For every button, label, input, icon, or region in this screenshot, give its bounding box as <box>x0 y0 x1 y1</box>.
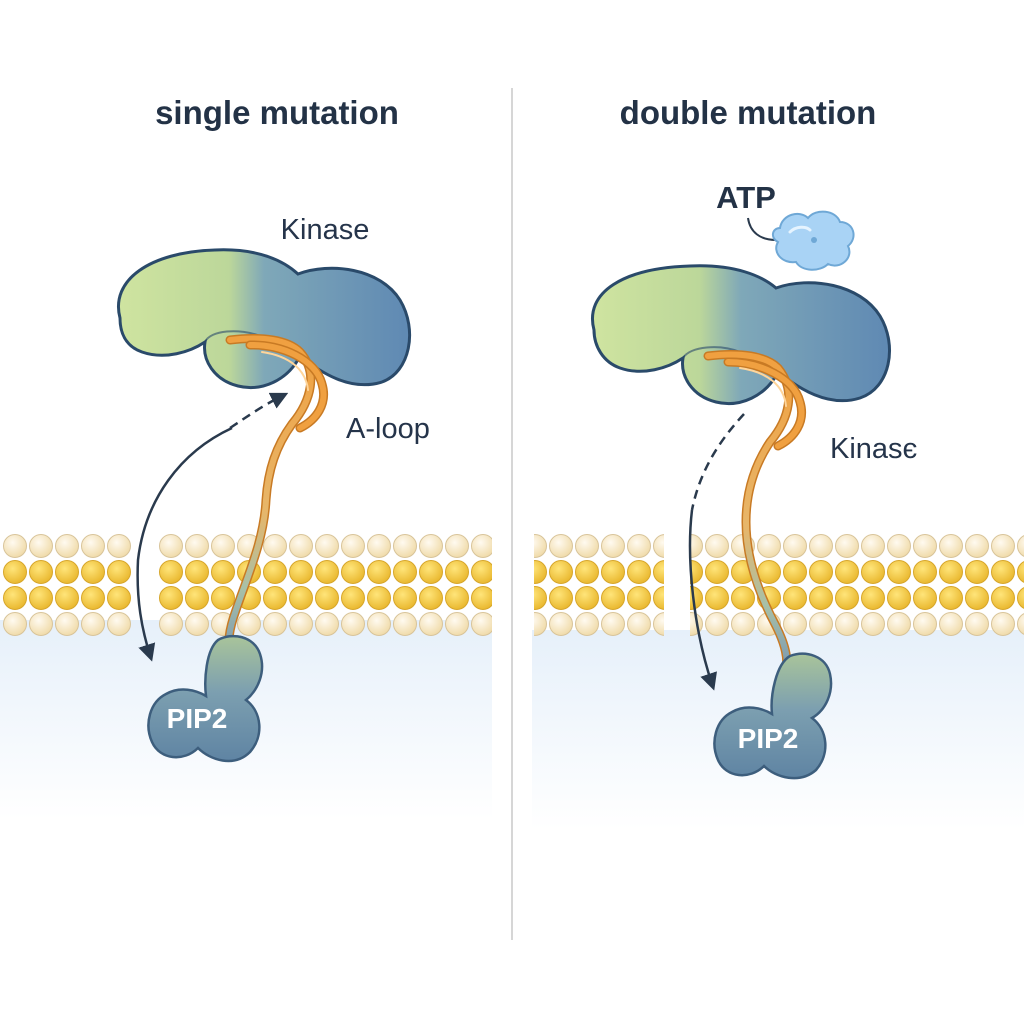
pip2-molecule-left: PIP2 <box>147 634 264 763</box>
atp-molecule-icon <box>772 210 855 271</box>
pip2-label-left: PIP2 <box>167 703 228 734</box>
kinase-label-right: Kinasє <box>830 433 918 465</box>
atp-connector <box>747 217 777 241</box>
kinase-label-left: Kinase <box>281 214 370 246</box>
arrow-dashed-right <box>690 413 745 511</box>
pip2-molecule-right: PIP2 <box>713 652 833 780</box>
a-loop-right <box>703 350 806 673</box>
lipid-membrane-right <box>534 533 1024 637</box>
panel-title-single: single mutation <box>155 94 399 131</box>
arrow-to-kinase-left <box>229 392 289 430</box>
a-loop-left <box>224 334 328 657</box>
arrow-to-pip2-right <box>688 509 717 691</box>
a-loop-label: A-loop <box>346 413 430 445</box>
pip2-label-right: PIP2 <box>738 723 799 754</box>
panel-single-mutation: single mutation Kinase A-loop PIP2 <box>0 94 492 820</box>
kinase-domain-left <box>117 248 412 389</box>
lipid-membrane-left <box>2 533 492 637</box>
panel-title-double: double mutation <box>620 94 877 131</box>
arrow-to-pip2-left <box>136 426 233 662</box>
kinase-domain-right <box>591 264 892 405</box>
atp-label: ATP <box>716 180 776 215</box>
panel-double-mutation: double mutation ATP Kinasє PI <box>532 94 1024 830</box>
